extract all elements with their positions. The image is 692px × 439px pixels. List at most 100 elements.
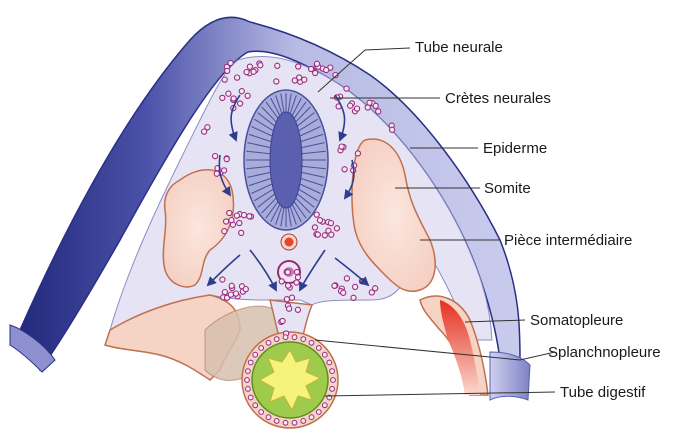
label-piece-intermediaire: Pièce intermédiaire (504, 232, 632, 249)
circle-cell-icon (294, 280, 299, 285)
circle-cell-icon (286, 283, 291, 288)
label-somite: Somite (484, 180, 531, 197)
circle-cell-icon (243, 287, 248, 292)
circle-cell-icon (205, 125, 210, 130)
circle-cell-icon (348, 103, 353, 108)
circle-cell-icon (322, 352, 327, 357)
circle-cell-icon (220, 95, 225, 100)
circle-cell-icon (322, 403, 327, 408)
circle-cell-icon (313, 70, 318, 75)
tube-digestif (242, 332, 338, 428)
circle-cell-icon (235, 75, 240, 80)
circle-cell-icon (373, 103, 378, 108)
circle-cell-icon (266, 415, 271, 420)
circle-cell-icon (241, 213, 246, 218)
circle-cell-icon (292, 335, 297, 340)
label-tube-neurale: Tube neurale (415, 39, 503, 56)
circle-cell-icon (302, 77, 307, 82)
circle-cell-icon (329, 232, 334, 237)
circle-cell-icon (284, 297, 289, 302)
circle-cell-icon (224, 219, 229, 224)
circle-cell-icon (248, 395, 253, 400)
circle-cell-icon (341, 290, 346, 295)
circle-cell-icon (355, 151, 360, 156)
circle-cell-icon (339, 144, 344, 149)
circle-cell-icon (226, 91, 231, 96)
circle-cell-icon (258, 63, 263, 68)
label-splanchnopleure: Splanchnopleure (548, 344, 661, 361)
circle-cell-icon (330, 369, 335, 374)
circle-cell-icon (292, 78, 297, 83)
circle-cell-icon (222, 77, 227, 82)
circle-cell-icon (245, 93, 250, 98)
circle-cell-icon (225, 68, 230, 73)
circle-cell-icon (246, 387, 251, 392)
circle-cell-icon (309, 340, 314, 345)
circle-cell-icon (222, 229, 227, 234)
circle-cell-icon (316, 346, 321, 351)
circle-cell-icon (309, 66, 314, 71)
circle-cell-icon (233, 291, 238, 296)
circle-cell-icon (279, 279, 284, 284)
circle-cell-icon (289, 295, 294, 300)
circle-cell-icon (344, 276, 349, 281)
circle-cell-icon (259, 346, 264, 351)
circle-cell-icon (285, 270, 290, 275)
circle-cell-icon (253, 352, 258, 357)
circle-cell-icon (237, 220, 242, 225)
circle-cell-icon (342, 167, 347, 172)
circle-cell-icon (295, 307, 300, 312)
label-cretes-neurales: Crètes neurales (445, 90, 551, 107)
circle-cell-icon (247, 64, 252, 69)
circle-cell-icon (314, 61, 319, 66)
circle-cell-icon (376, 109, 381, 114)
label-somatopleure: Somatopleure (530, 312, 623, 329)
circle-cell-icon (283, 420, 288, 425)
circle-cell-icon (251, 69, 256, 74)
circle-cell-icon (301, 337, 306, 342)
circle-cell-icon (224, 157, 229, 162)
circle-cell-icon (275, 63, 280, 68)
circle-cell-icon (239, 89, 244, 94)
circle-cell-icon (390, 127, 395, 132)
circle-cell-icon (332, 283, 337, 288)
circle-cell-icon (274, 419, 279, 424)
circle-cell-icon (295, 275, 300, 280)
circle-cell-icon (327, 360, 332, 365)
circle-cell-icon (274, 337, 279, 342)
circle-cell-icon (229, 283, 234, 288)
circle-cell-icon (244, 70, 249, 75)
circle-cell-icon (344, 86, 349, 91)
circle-cell-icon (229, 218, 234, 223)
circle-cell-icon (330, 387, 335, 392)
circle-cell-icon (214, 171, 219, 176)
circle-cell-icon (266, 340, 271, 345)
circle-cell-icon (309, 415, 314, 420)
neural-tube (244, 90, 328, 230)
circle-cell-icon (312, 225, 317, 230)
circle-cell-icon (317, 218, 322, 223)
circle-cell-icon (334, 226, 339, 231)
circle-cell-icon (253, 403, 258, 408)
circle-cell-icon (238, 101, 243, 106)
circle-cell-icon (283, 335, 288, 340)
circle-cell-icon (322, 233, 327, 238)
circle-cell-icon (292, 420, 297, 425)
circle-cell-icon (259, 410, 264, 415)
circle-cell-icon (296, 64, 301, 69)
circle-cell-icon (213, 154, 218, 159)
circle-cell-icon (294, 269, 299, 274)
circle-cell-icon (280, 318, 285, 323)
circle-cell-icon (314, 212, 319, 217)
circle-cell-icon (373, 286, 378, 291)
label-tube-digestif: Tube digestif (560, 384, 646, 401)
circle-cell-icon (331, 378, 336, 383)
notochord (281, 234, 297, 250)
circle-cell-icon (234, 213, 239, 218)
circle-cell-icon (228, 60, 233, 65)
circle-cell-icon (301, 419, 306, 424)
circle-cell-icon (274, 79, 279, 84)
circle-cell-icon (354, 106, 359, 111)
circle-cell-icon (246, 369, 251, 374)
circle-cell-icon (247, 214, 252, 219)
